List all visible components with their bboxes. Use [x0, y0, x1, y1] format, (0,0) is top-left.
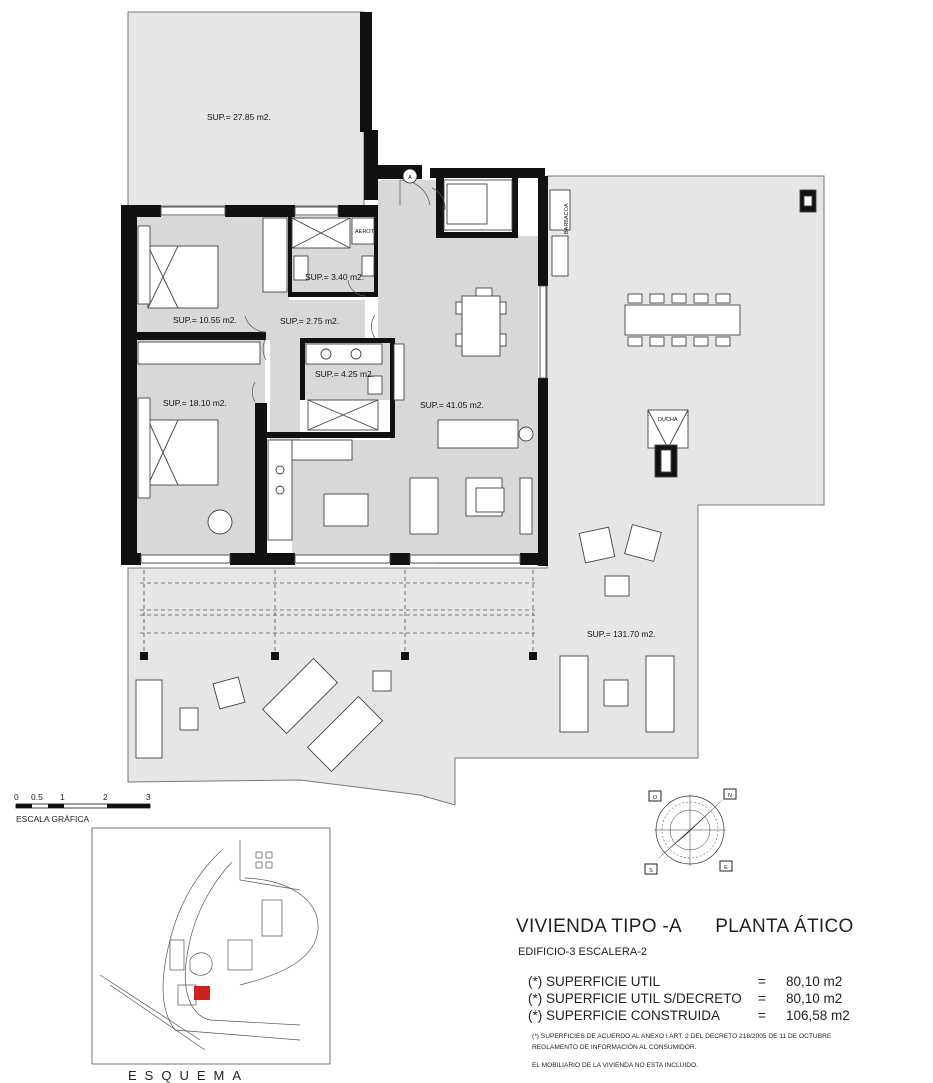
svg-text:N: N	[728, 793, 732, 799]
label-top-terrace: SUP.= 27.85 m2.	[207, 112, 271, 122]
area-row-util: (*) SUPERFICIE UTIL=80,10 m2	[528, 974, 843, 989]
dining-table	[461, 295, 501, 357]
label-aerot: AEROT.	[355, 229, 375, 235]
label-hall: SUP.= 2.75 m2.	[280, 316, 339, 326]
scale-tick-05: 0.5	[31, 792, 43, 802]
svg-text:A: A	[408, 175, 412, 181]
compass-o: O	[648, 790, 662, 802]
svg-text:O: O	[653, 795, 658, 801]
entry-marker: A	[402, 168, 418, 184]
compass: O N S E	[644, 788, 737, 875]
label-bath-2: SUP.= 4.25 m2.	[315, 369, 374, 379]
scale-tick-2: 2	[103, 792, 108, 802]
label-bedroom-1: SUP.= 10.55 m2.	[173, 315, 237, 325]
label-terrace: SUP.= 131.70 m2.	[587, 629, 656, 639]
scale-tick-0: 0	[14, 792, 19, 802]
windows	[140, 206, 547, 564]
furniture-note: EL MOBILIARIO DE LA VIVIENDA NO ESTA INC…	[532, 1062, 698, 1069]
scale-label: ESCALA GRÁFICA	[16, 814, 90, 824]
label-bath-1: SUP.= 3.40 m2.	[305, 272, 364, 282]
room-labels: SUP.= 27.85 m2. SUP.= 10.55 m2. SUP.= 2.…	[163, 112, 678, 639]
unit-type: VIVIENDA TIPO -A	[516, 916, 682, 937]
outdoor-table	[624, 304, 741, 336]
floor-name: PLANTA ÁTICO	[715, 916, 854, 937]
esquema-label: ESQUEMA	[128, 1068, 250, 1083]
scale-bar	[15, 803, 151, 809]
scale-tick-1: 1	[60, 792, 65, 802]
bed-2	[147, 419, 219, 486]
area-row-decreto: (*) SUPERFICIE UTIL S/DECRETO=80,10 m2	[528, 991, 843, 1006]
top-terrace	[127, 11, 365, 207]
compass-s: S	[644, 863, 658, 875]
bed-1	[147, 245, 219, 309]
label-ducha: DUCHA	[658, 417, 678, 423]
armchair	[207, 509, 233, 535]
label-living: SUP.= 41.05 m2.	[420, 400, 484, 410]
label-bedroom-2: SUP.= 18.10 m2.	[163, 398, 227, 408]
esquema-highlight	[194, 986, 210, 1000]
decree-note-1: (*) SUPERFICIES DE ACUERDO AL ANEXO I AR…	[532, 1033, 832, 1040]
walls	[121, 12, 548, 566]
label-barbacoa: BARBACOA	[564, 203, 570, 234]
pergola	[140, 570, 537, 660]
building-info: EDIFICIO-3 ESCALERA-2	[518, 946, 647, 958]
area-row-construida: (*) SUPERFICIE CONSTRUIDA=106,58 m2	[528, 1008, 850, 1023]
svg-text:E: E	[724, 865, 728, 871]
compass-n: N	[723, 788, 737, 800]
furniture	[135, 179, 817, 773]
plan-title: VIVIENDA TIPO -A PLANTA ÁTICO	[516, 916, 854, 938]
compass-e: E	[719, 860, 733, 872]
sofa	[437, 419, 519, 449]
esquema-map	[91, 827, 331, 1065]
scale-tick-3: 3	[146, 792, 151, 802]
svg-text:S: S	[649, 868, 653, 874]
decree-note-2: REGLAMENTO DE INFORMACIÓN AL CONSUMIDOR.	[532, 1044, 697, 1051]
